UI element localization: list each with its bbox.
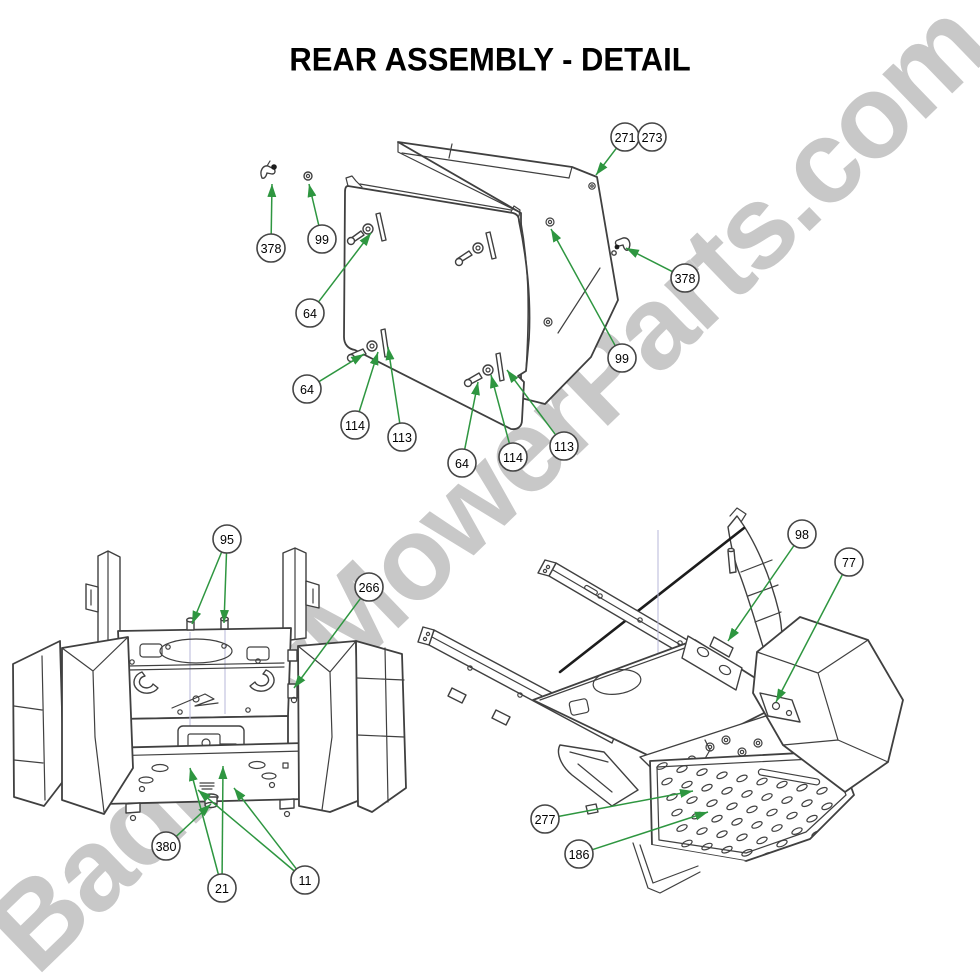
callout-273: 273 — [637, 122, 667, 152]
diagram-frame-iso-view — [417, 507, 904, 894]
screw-99-left — [303, 171, 313, 181]
svg-text:77: 77 — [842, 556, 856, 570]
callout-77: 77 — [775, 547, 864, 703]
clip-378-right — [611, 237, 631, 256]
svg-text:380: 380 — [156, 840, 177, 854]
svg-text:114: 114 — [503, 451, 523, 465]
callout-114: 114 — [340, 351, 379, 440]
svg-text:114: 114 — [345, 419, 365, 433]
rear-corner-panel — [397, 141, 619, 405]
callout-64: 64 — [447, 381, 480, 478]
callout-378: 378 — [256, 183, 286, 263]
clip-378-left — [260, 160, 277, 179]
left-pod — [12, 636, 134, 815]
svg-text:64: 64 — [303, 307, 317, 321]
callout-277: 277 — [530, 788, 694, 834]
callout-271: 271 — [595, 122, 640, 176]
svg-text:271: 271 — [615, 131, 636, 145]
center-panel — [113, 616, 298, 763]
callout-266: 266 — [293, 572, 384, 689]
svg-text:378: 378 — [261, 242, 282, 256]
callout-64: 64 — [292, 353, 365, 404]
callout-378: 378 — [625, 247, 700, 293]
svg-text:186: 186 — [569, 848, 590, 862]
left-post — [85, 550, 121, 644]
svg-text:277: 277 — [535, 813, 556, 827]
svg-text:11: 11 — [299, 874, 312, 888]
callout-11: 11 — [197, 787, 320, 895]
svg-text:99: 99 — [615, 352, 629, 366]
svg-text:113: 113 — [392, 431, 412, 445]
callout-113: 113 — [506, 369, 579, 461]
svg-text:98: 98 — [795, 528, 809, 542]
tail-skid — [632, 842, 746, 894]
callout-113: 113 — [385, 346, 417, 452]
svg-text:266: 266 — [359, 581, 380, 595]
svg-text:273: 273 — [642, 131, 663, 145]
callout-186: 186 — [564, 811, 709, 869]
callout-114: 114 — [490, 374, 528, 472]
svg-text:64: 64 — [300, 383, 314, 397]
svg-text:95: 95 — [220, 533, 234, 547]
svg-text:99: 99 — [315, 233, 329, 247]
screw-group-mid — [454, 231, 497, 267]
svg-text:21: 21 — [215, 882, 229, 896]
svg-text:378: 378 — [675, 272, 696, 286]
diagram-rear-panels — [260, 141, 631, 431]
callout-99: 99 — [550, 228, 637, 373]
callout-98: 98 — [727, 519, 817, 642]
callout-64: 64 — [295, 232, 372, 328]
callout-99: 99 — [307, 183, 337, 254]
rear-plate — [343, 175, 531, 431]
left-wing-bracket — [557, 744, 639, 815]
diagram-frame-rear-view — [12, 547, 407, 822]
support-rod — [558, 526, 746, 674]
right-post — [282, 547, 320, 642]
callouts-layer: 378 99 64 271 273 378 99 64 114 113 64 114 113 95 266 3… — [151, 122, 864, 903]
right-pod-iso — [752, 616, 904, 793]
right-pod — [297, 640, 407, 813]
callout-380: 380 — [151, 803, 212, 861]
hitch-pin — [727, 547, 737, 574]
lower-band — [103, 742, 306, 822]
svg-text:113: 113 — [554, 440, 574, 454]
screw-group-bottom-right — [463, 352, 505, 388]
callout-95: 95 — [191, 524, 242, 625]
page-title: REAR ASSEMBLY - DETAIL — [289, 41, 691, 78]
callout-21: 21 — [189, 765, 237, 903]
perforated-plate — [649, 750, 855, 862]
svg-text:64: 64 — [455, 457, 469, 471]
bracket-98 — [681, 635, 743, 691]
